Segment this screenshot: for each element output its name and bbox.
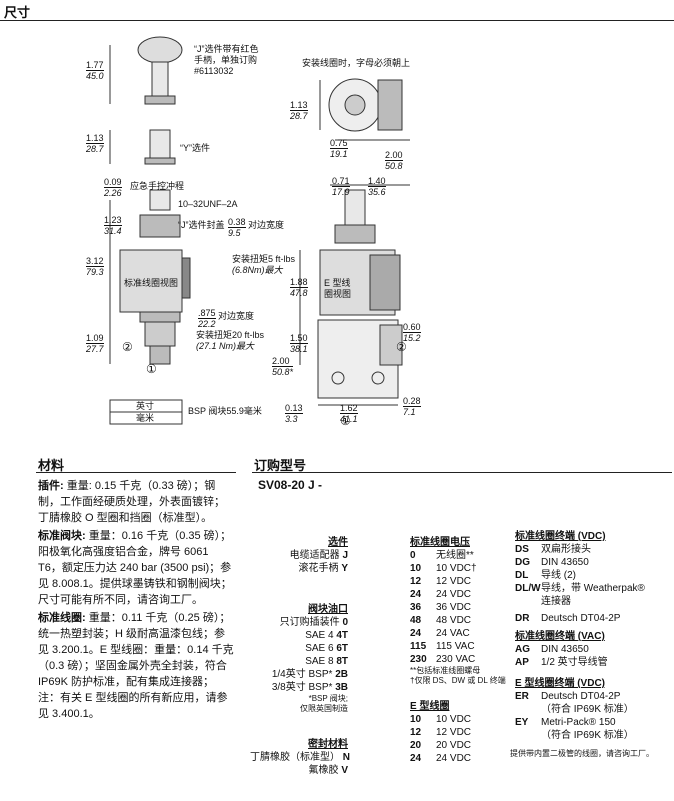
note-e-coil: E 型线圈视图 (324, 278, 352, 299)
model-code: SV08-20 J - (258, 478, 323, 492)
dimension-drawing (109, 36, 410, 425)
legend-inch: 英寸 (136, 401, 155, 411)
note-across-flats: 对边宽度 (248, 220, 285, 230)
materials-header: 材料 (38, 458, 65, 473)
note-thread: 10–32UNF–2A (178, 199, 238, 209)
material-coil: 标准线圈: 重量：0.11 千克（0.25 磅）；统一热塑封装；H 级耐高温漆包… (38, 612, 234, 720)
ordering-header: 订购型号 (254, 458, 307, 473)
material-insert: 插件: 重量: 0.15 千克（0.33 磅）；钢制，工作面经硬质处理，外表面镀… (38, 480, 225, 524)
port-2-right: ② (396, 340, 407, 354)
note-j-option: “J”选件带有红色手柄，单独订购#6113032 (194, 44, 259, 76)
ordering-rule (252, 472, 672, 473)
note-torque5: 安装扭矩5 ft-lbs(6.8Nm)最大 (232, 254, 296, 275)
note-bsp-block: BSP 阀块55.9毫米 (188, 406, 262, 416)
port-1-right: ① (340, 414, 351, 428)
header-rule (0, 20, 674, 21)
seals-block: 密封材料 丁腈橡胶（标准型） N 氟橡胶 V (250, 739, 351, 776)
note-j-cap: “J”选件封盖 (178, 220, 225, 230)
note-across-flats2: 对边宽度 (218, 311, 255, 321)
materials-list: 插件: 重量: 0.15 千克（0.33 磅）；钢制，工作面经硬质处理，外表面镀… (38, 478, 234, 722)
note-coil-view: 标准线圈视图 (124, 278, 179, 288)
note-emergency: 应急手控冲程 (130, 181, 185, 191)
material-block: 标准阀块: 重量：0.16 千克（0.35 磅）；阳极氧化高强度铝合金，牌号 6… (38, 530, 232, 606)
ports-block: 阀块油口 只订购插装件 0 SAE 4 4T SAE 6 6T SAE 8 8T… (271, 604, 348, 713)
materials-rule (36, 472, 236, 473)
note-torque20: 安装扭矩20 ft-lbs(27.1 Nm)最大 (196, 330, 265, 351)
legend-mm: 毫米 (136, 413, 155, 423)
note-coil-install: 安装线圈时，字母必须朝上 (302, 58, 411, 68)
port-2-left: ② (122, 340, 133, 354)
dimensions-header: 尺寸 (4, 5, 31, 20)
port-1-left: ① (146, 362, 157, 376)
order-footer: 提供带内置二极管的线圈，请咨询工厂。 (510, 749, 654, 758)
options-block: 选件 电缆适配器 J 滚花手柄 Y (289, 537, 348, 574)
note-y-option: “Y”选件 (180, 143, 210, 153)
